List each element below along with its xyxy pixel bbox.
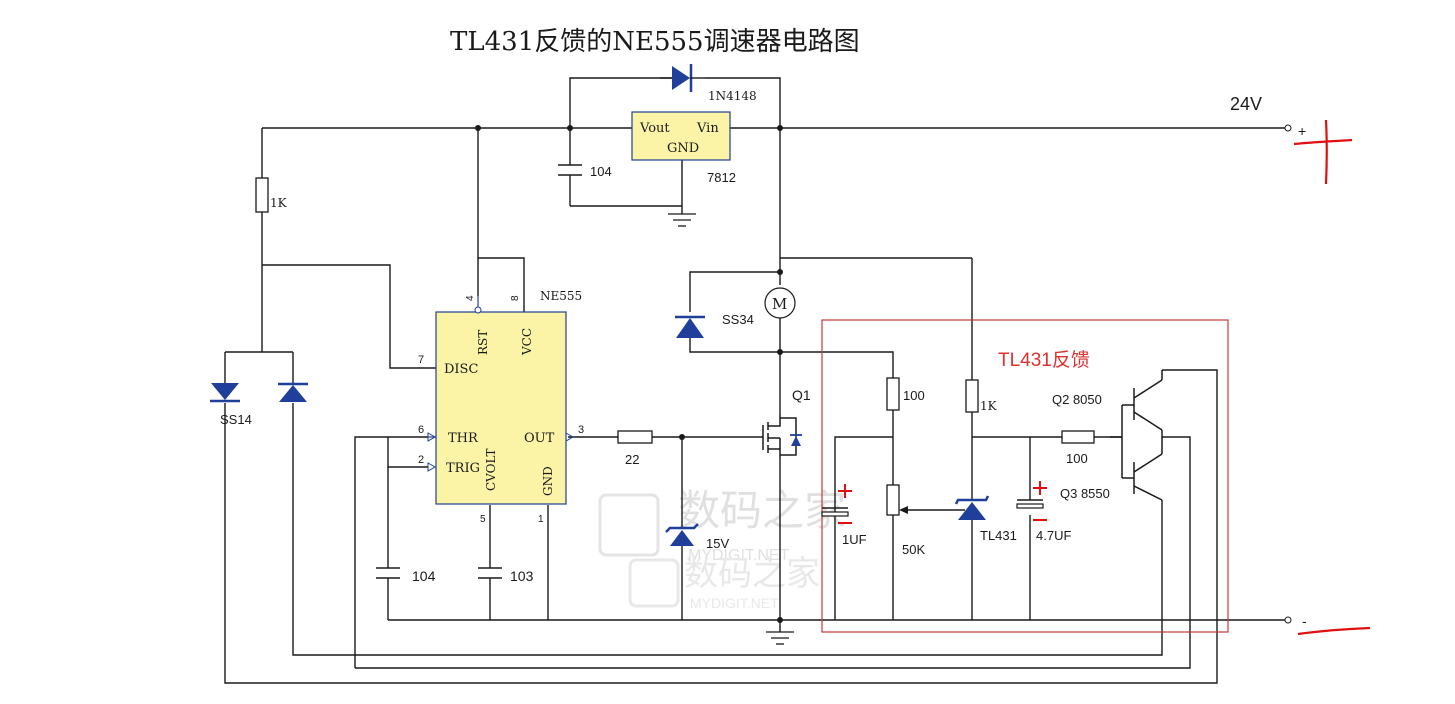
ne555-pin-thr: THR (448, 431, 479, 446)
ne555-pin-num-5: 5 (480, 514, 486, 525)
zener-15v (665, 523, 699, 546)
reg-vout: Vout (639, 121, 670, 136)
wires (224, 77, 1285, 684)
annotation-plus-mark (1293, 119, 1353, 185)
r100-label: 100 (903, 388, 925, 403)
resistor-100-base (1061, 430, 1095, 444)
ne555-pin-gnd: GND (541, 466, 555, 496)
c-cv-label: 103 (510, 568, 534, 584)
mosfet-q1 (762, 415, 797, 458)
feedback-title: TL431反馈 (998, 349, 1090, 371)
ne555-pin-num-2: 2 (418, 454, 424, 466)
junctions (475, 125, 783, 623)
ne555-pin-num-8: 8 (510, 295, 521, 301)
diode-ss14-left (210, 383, 240, 403)
watermark-cn: 数码之家 (678, 486, 846, 535)
diagram-title: TL431反馈的NE555调速器电路图 (450, 27, 860, 57)
transistor-pair-q2-q3 (1110, 369, 1170, 501)
terminal-minus-sign: - (1302, 613, 1307, 629)
ne555-pin-disc: DISC (444, 362, 478, 377)
q3-label: Q3 8550 (1060, 486, 1110, 501)
mosfet-q1-body-diode (791, 436, 801, 446)
reg-vin: Vin (696, 121, 719, 136)
regulator-7812: Vout Vin GND 7812 (631, 111, 736, 185)
capacitor-4-7uf (1016, 499, 1044, 509)
ne555-pin-num-6: 6 (418, 424, 424, 436)
watermark-cn-2: 数码之家 (684, 554, 820, 594)
watermark-en: MYDIGIT.NET (688, 547, 790, 564)
resistor-1k-feedback (965, 379, 979, 413)
tl431-label: TL431 (980, 528, 1017, 543)
potentiometer-50k (886, 484, 900, 516)
ne555-part-label: NE555 (540, 289, 582, 303)
ne555-pin-num-7: 7 (418, 354, 424, 366)
capacitor-1uf (821, 507, 849, 517)
feedback-box (821, 319, 1229, 633)
ground-symbol-reg (668, 213, 696, 227)
diode-ss34 (675, 315, 705, 338)
ss14-label: SS14 (220, 412, 252, 427)
capacitor-104-reg (558, 164, 582, 176)
motor (764, 287, 796, 319)
ne555-pin-cvolt: CVOLT (484, 449, 498, 491)
ne555-pin-num-4: 4 (465, 295, 476, 301)
ic-ne555 (427, 296, 575, 505)
ne555-pin-num-3: 3 (578, 424, 584, 436)
pot-label: 50K (902, 542, 925, 557)
diode-1n4148 (660, 64, 705, 92)
ne555-pin-vcc: VCC (520, 328, 534, 356)
q1-label: Q1 (792, 387, 811, 403)
ne555-pin-rst: RST (476, 330, 490, 355)
ss34-label: SS34 (722, 312, 754, 327)
r1k-label: 1K (980, 399, 998, 413)
terminal-negative (1284, 616, 1292, 624)
pot-wiper-arrow (899, 506, 908, 514)
watermark-en-2: MYDIGIT.NET (690, 595, 779, 611)
tl431 (954, 495, 990, 520)
ne555-pin-trig: TRIG (446, 461, 480, 476)
annotation-c2-polarity (1033, 481, 1047, 521)
zener-label: 15V (706, 536, 729, 551)
annotation-minus-mark (1297, 626, 1371, 636)
resistor-22 (617, 430, 653, 444)
reg-part: 7812 (707, 170, 736, 185)
supply-voltage-label: 24V (1230, 94, 1262, 114)
watermark: 数码之家 MYDIGIT.NET 数码之家 MYDIGIT.NET (598, 486, 846, 611)
resistor-1k-left (255, 177, 269, 213)
q2-label: Q2 8050 (1052, 392, 1102, 407)
terminal-plus-sign: + (1298, 123, 1306, 139)
c2-label: 4.7UF (1036, 528, 1071, 543)
r-1k-left-label: 1K (270, 196, 288, 210)
diode-ss14-right (278, 382, 308, 402)
c-reg-label: 104 (590, 164, 612, 179)
terminal-positive (1284, 124, 1292, 132)
annotation-c1-polarity (838, 484, 852, 524)
capacitor-104-timing (376, 567, 400, 579)
motor-label: M (772, 295, 787, 313)
ne555-pin-out: OUT (524, 431, 555, 446)
c-timing-label: 104 (412, 568, 436, 584)
reg-gnd: GND (667, 141, 699, 156)
r-gate-label: 22 (625, 452, 639, 467)
r100b-label: 100 (1066, 451, 1088, 466)
resistor-100-feedback (886, 377, 900, 411)
c1-label: 1UF (842, 532, 867, 547)
capacitor-103 (478, 567, 502, 579)
diode-top-label: 1N4148 (708, 89, 757, 103)
ground-symbol-main (766, 631, 794, 645)
ne555-pin-num-1: 1 (538, 514, 544, 525)
